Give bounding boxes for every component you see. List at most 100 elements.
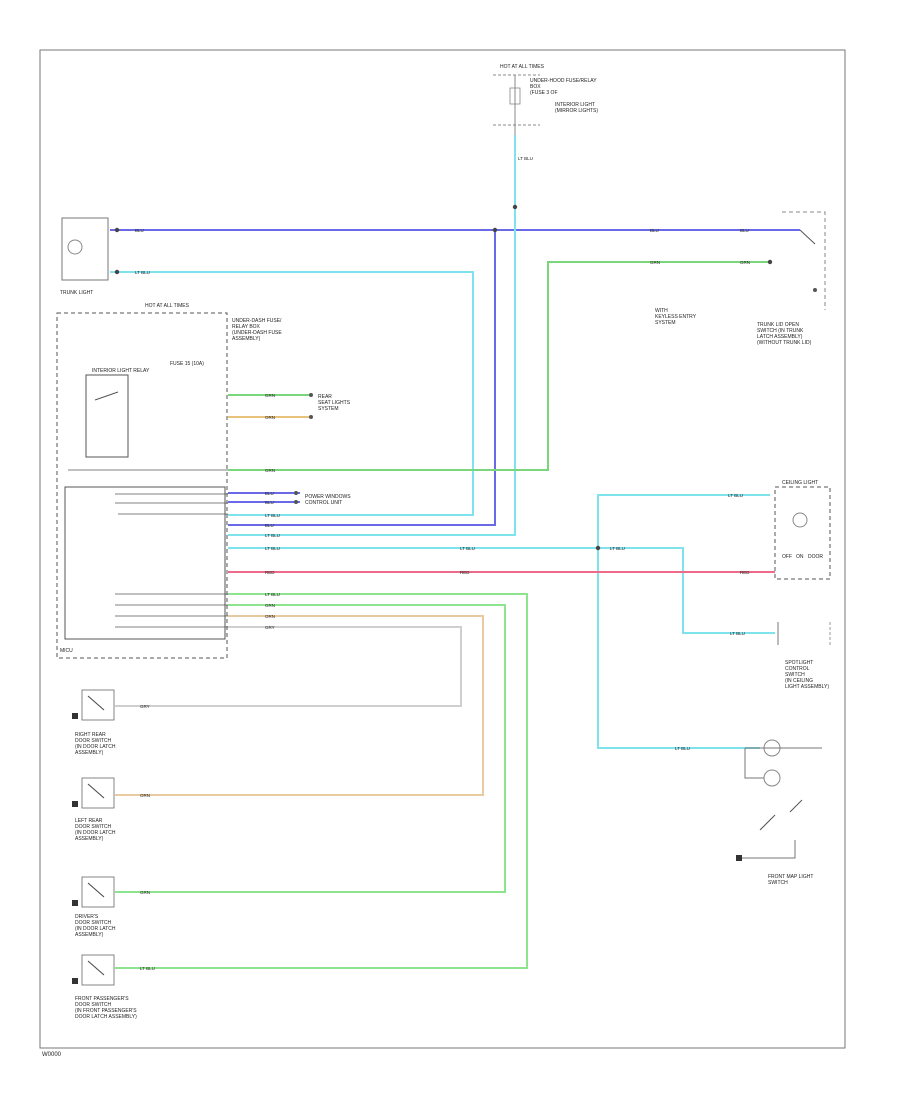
wl-24: ORN (265, 614, 275, 619)
wl-3: BLU (740, 228, 749, 233)
wl-5: LT BLU (518, 156, 533, 161)
wl-18: LT BLU (610, 546, 625, 551)
trunk-light: TRUNK LIGHT (60, 217, 109, 296)
map-bulb-icon-b (763, 769, 781, 787)
door-lr-line-3: ASSEMBLY) (75, 836, 104, 842)
spotlight-line-3: (IN CEILING (785, 678, 813, 684)
door-switch-driver: DRIVER'S DOOR SWITCH (IN DOOR LATCH ASSE… (72, 876, 116, 938)
wire-ltblu-fuse (228, 135, 516, 536)
wire-door-fp (115, 593, 528, 969)
door-switch-right-rear: RIGHT REAR DOOR SWITCH (IN DOOR LATCH AS… (72, 689, 116, 756)
side-output-0-line-2: SYSTEM (318, 406, 339, 412)
wl-22: LT BLU (265, 592, 280, 597)
trunk-switch-side-0: WITH (655, 308, 668, 314)
ceiling-sw-door: DOOR (808, 554, 823, 560)
micu-label: MICU (60, 648, 73, 654)
wire-door-rr (115, 626, 462, 707)
wire-door-lr (115, 615, 484, 796)
wl-25: GRY (265, 625, 275, 630)
spotlight-line-1: CONTROL (785, 666, 810, 672)
ceiling-light: CEILING LIGHT OFF ON DOOR (774, 480, 831, 580)
junctions (114, 204, 773, 551)
fuse-box-top-line-0: UNDER-HOOD FUSE/RELAY (530, 78, 597, 84)
spotlight-line-4: LIGHT ASSEMBLY) (785, 684, 829, 690)
wl-12: BLU (265, 500, 274, 505)
spotlight-switch: SPOTLIGHT CONTROL SWITCH (IN CEILING LIG… (777, 622, 831, 690)
control-unit-header: HOT AT ALL TIMES (145, 303, 190, 309)
side-output-0-line-1: SEAT LIGHTS (318, 400, 351, 406)
trunk-switch-line-0: TRUNK LID OPEN (757, 322, 799, 328)
trunk-switch-line-1: SWITCH (IN TRUNK (757, 328, 804, 334)
wl-11: BLU (265, 491, 274, 496)
wire-door-driver (115, 604, 506, 893)
wl-8: GRN (265, 393, 275, 398)
door-driver-line-2: (IN DOOR LATCH (75, 926, 116, 932)
fuse-label: FUSE 15 (10A) (170, 361, 204, 367)
front-map-line-1: SWITCH (768, 880, 788, 886)
door-switch-front-passenger: FRONT PASSENGER'S DOOR SWITCH (IN FRONT … (72, 954, 137, 1020)
map-switch-icon-a (759, 814, 776, 831)
spotlight-line-2: SWITCH (785, 672, 805, 678)
trunk-switch-side-1: KEYLESS ENTRY (655, 314, 697, 320)
control-unit-line-0: UNDER-DASH FUSE/ (232, 318, 282, 324)
trunk-lid-switch: TRUNK LID OPEN SWITCH (IN TRUNK LATCH AS… (655, 211, 826, 346)
fuse-box-top-line-1: BOX (530, 84, 541, 90)
wl-4: LT BLU (135, 270, 150, 275)
footer-code: W0000 (42, 1052, 62, 1058)
trunk-switch-line-2: LATCH ASSEMBLY) (757, 334, 803, 340)
control-unit-line-2: (UNDER-DASH FUSE (232, 330, 282, 336)
wire-ltblu-spot (228, 547, 775, 634)
door-driver-line-0: DRIVER'S (75, 914, 99, 920)
door-fp-line-2: (IN FRONT PASSENGER'S (75, 1008, 137, 1014)
wl-28: LT BLU (675, 746, 690, 751)
front-map-line-0: FRONT MAP LIGHT (768, 874, 813, 880)
switch-icon (799, 229, 816, 245)
relay-label: INTERIOR LIGHT RELAY (92, 368, 150, 374)
door-rr-line-1: DOOR SWITCH (75, 738, 111, 744)
front-map-light: FRONT MAP LIGHT SWITCH (736, 739, 822, 886)
wire-blu-ecu (228, 230, 496, 526)
wl-16: LT BLU (265, 546, 280, 551)
door-rr-line-0: RIGHT REAR (75, 732, 106, 738)
spotlight-line-0: SPOTLIGHT (785, 660, 813, 666)
door-lr-line-0: LEFT REAR (75, 818, 103, 824)
wl-20: RED (460, 570, 470, 575)
bulb-icon (67, 239, 83, 255)
wl-13: LT BLU (265, 513, 280, 518)
wl-17: LT BLU (460, 546, 475, 551)
trunk-switch-line-3: (WITHOUT TRUNK LID) (757, 340, 812, 346)
door-rr-line-3: ASSEMBLY) (75, 750, 104, 756)
trunk-switch-side-2: SYSTEM (655, 320, 676, 326)
trunk-light-label: TRUNK LIGHT (60, 290, 93, 296)
wl-2: BLU (650, 228, 659, 233)
wire-ltblu-ceiling (597, 494, 770, 749)
side-outputs: REAR SEAT LIGHTS SYSTEM POWER WINDOWS CO… (294, 393, 351, 506)
fuse-box-top-line-2: (FUSE 3 OF (530, 90, 558, 96)
wl-15: LT BLU (265, 533, 280, 538)
wl-9: ORN (265, 415, 275, 420)
interior-light-relay (85, 374, 129, 458)
fuse-box-top-title: HOT AT ALL TIMES (500, 64, 545, 70)
door-fp-line-3: DOOR LATCH ASSEMBLY) (75, 1014, 137, 1020)
relay-switch-icon (94, 391, 119, 401)
wire-harness (68, 135, 800, 969)
side-output-1-line-1: CONTROL UNIT (305, 500, 342, 506)
ceiling-sw-off: OFF (782, 554, 792, 560)
wl-29: GRY (140, 704, 150, 709)
control-unit-line-3: ASSEMBLY) (232, 336, 261, 342)
door-rr-line-2: (IN DOOR LATCH (75, 744, 116, 750)
door-driver-line-1: DOOR SWITCH (75, 920, 111, 926)
wl-14: BLU (265, 523, 274, 528)
fuse-box-top-line-3: INTERIOR LIGHT (555, 102, 595, 108)
door-fp-line-1: DOOR SWITCH (75, 1002, 111, 1008)
door-switch-left-rear: LEFT REAR DOOR SWITCH (IN DOOR LATCH ASS… (72, 777, 116, 842)
wl-6: GRN (650, 260, 660, 265)
wl-1: BLU (135, 228, 144, 233)
side-output-0-line-0: REAR (318, 394, 332, 400)
side-output-1-line-0: POWER WINDOWS (305, 494, 351, 500)
wire-ltblu-trunk (110, 271, 474, 516)
switch-icon (87, 960, 105, 976)
wl-23: GRN (265, 603, 275, 608)
door-lr-line-1: DOOR SWITCH (75, 824, 111, 830)
